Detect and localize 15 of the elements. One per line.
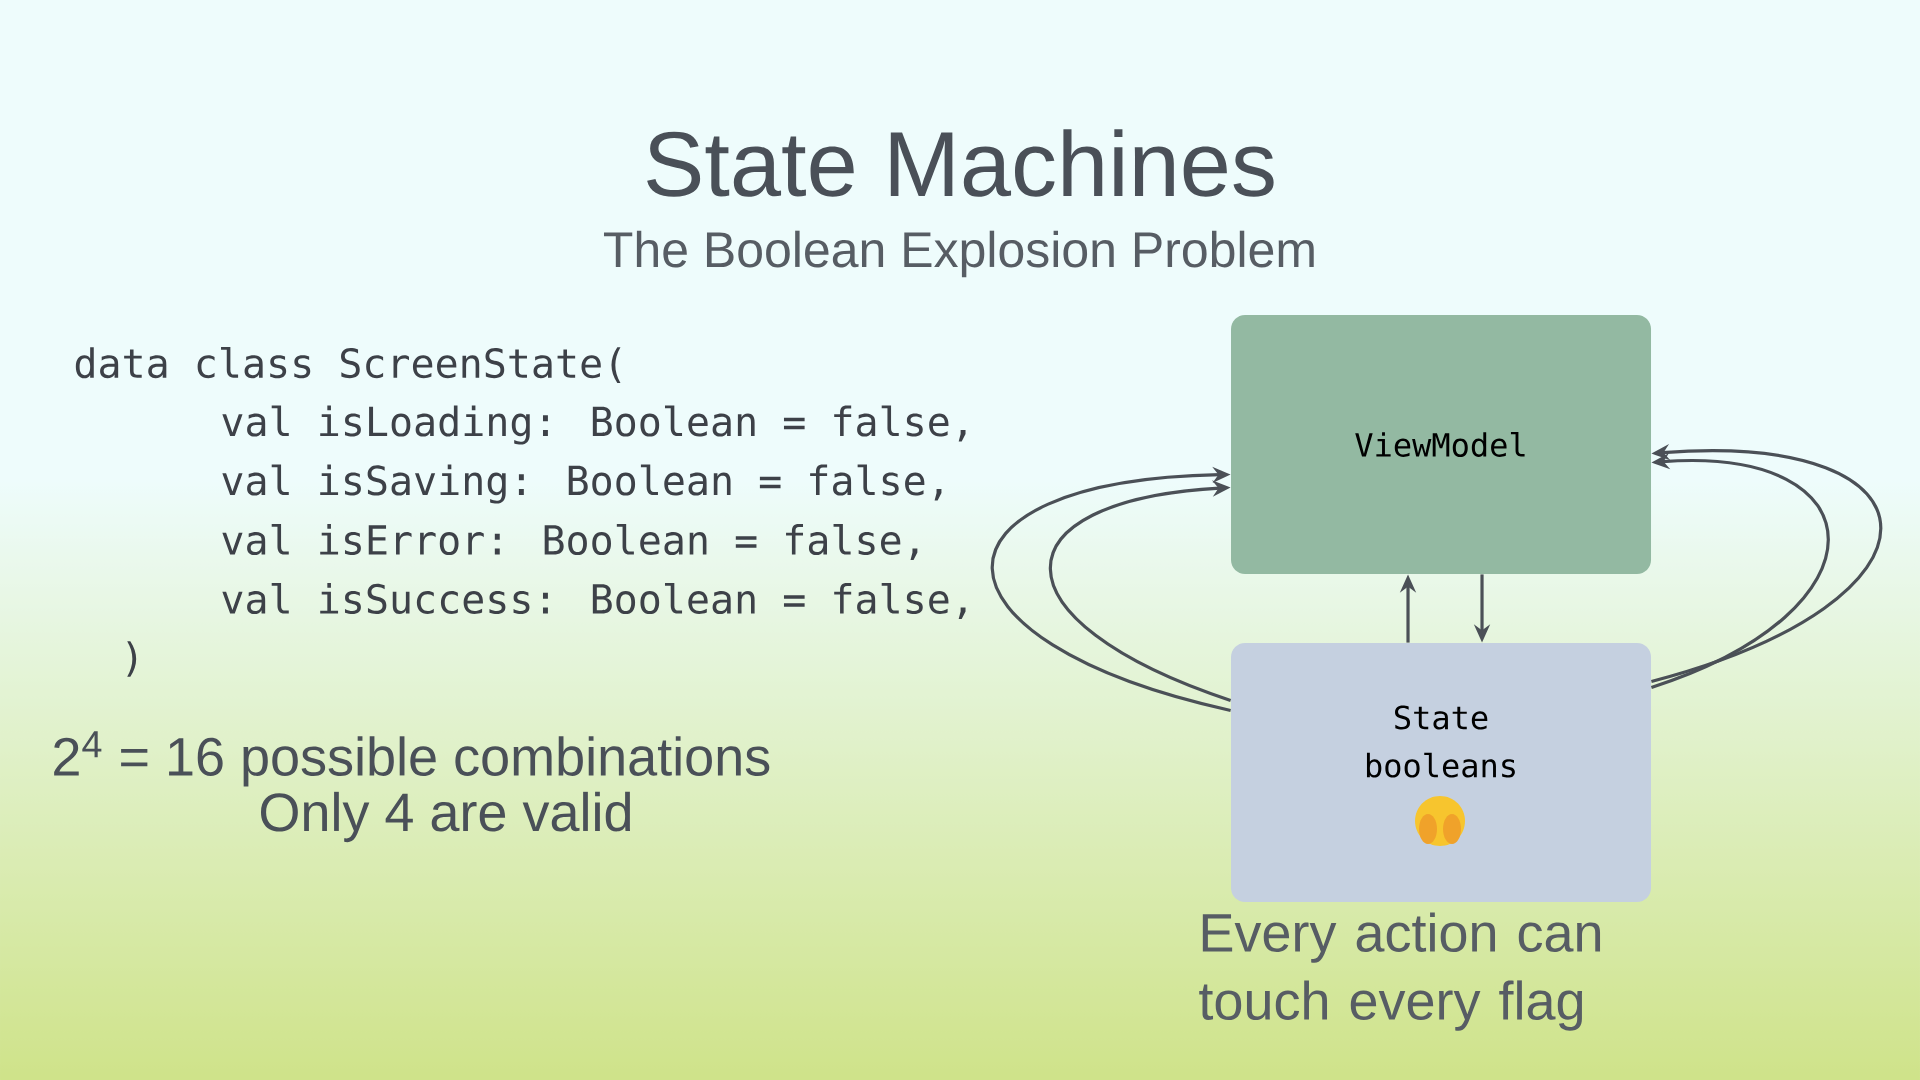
title: State Machines [647, 129, 1274, 197]
code-line: val isError: Boolean = false, [222, 523, 918, 561]
caption-text: Every action can touch every flag [1199, 912, 1601, 1031]
code-line: val isSaving: Boolean = false, [222, 464, 942, 504]
state-box: State booleans [1231, 643, 1651, 902]
code-line: data class ScreenState( [75, 347, 621, 383]
code-line: ) [127, 641, 137, 677]
code-line: val isSuccess: Boolean = false, [222, 582, 966, 620]
arrow [991, 466, 1232, 713]
note-text: Only 4 are valid [261, 791, 631, 843]
component-box: ViewModel [1231, 315, 1651, 574]
subtitle: The Boolean Explosion Problem [604, 230, 1314, 278]
code-line: val isLoading: Boolean = false, [222, 405, 966, 445]
arrow [1048, 480, 1232, 702]
note-text: 2$^{4}$ = 16 possible combinations [54, 731, 770, 787]
